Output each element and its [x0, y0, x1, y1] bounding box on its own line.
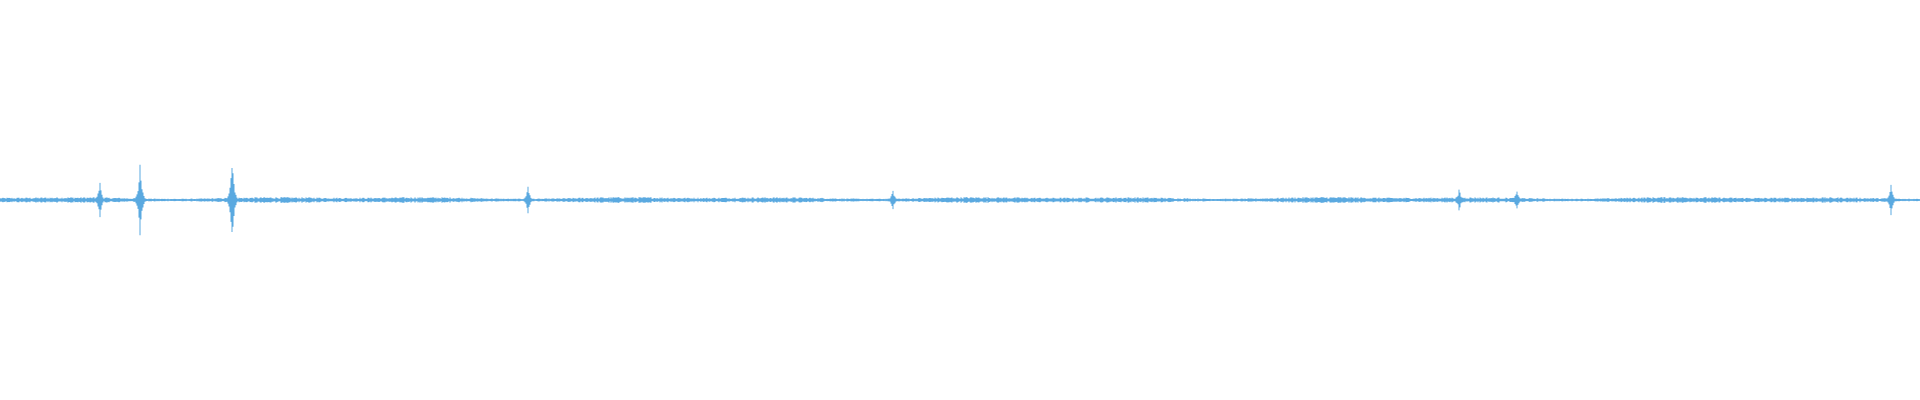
- waveform-trace: [0, 164, 1920, 236]
